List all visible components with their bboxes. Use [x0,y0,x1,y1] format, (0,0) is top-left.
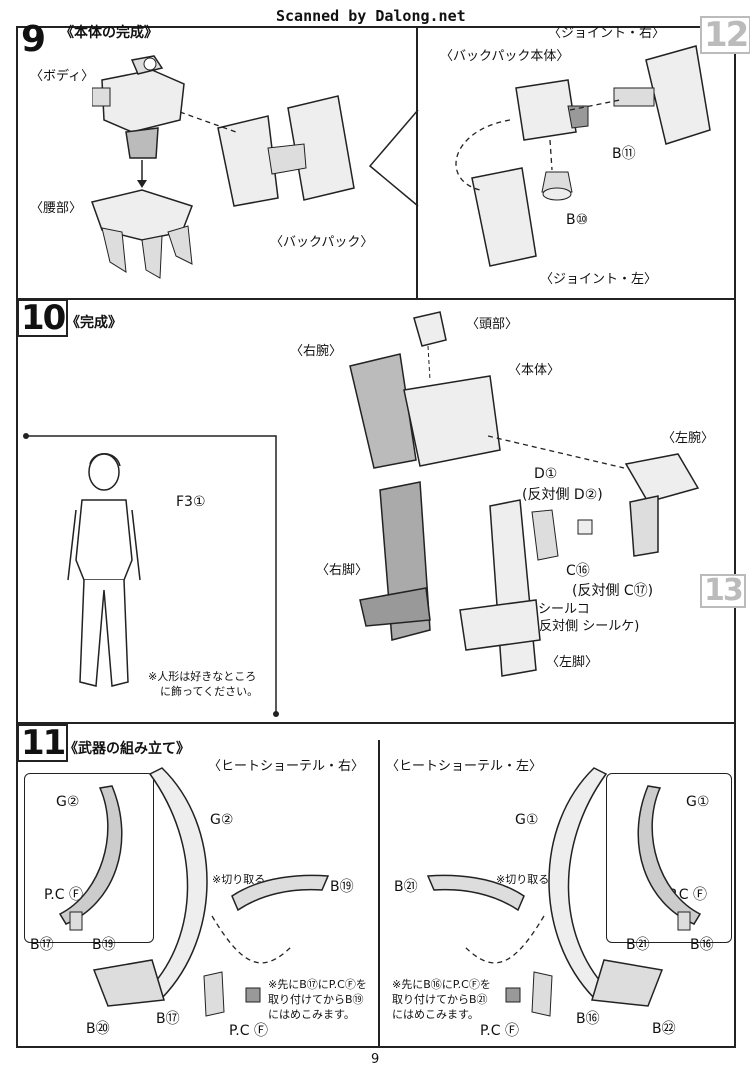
cut-note-right: ※切り取る [212,873,266,886]
divider-top [16,26,736,28]
figure-note: ※人形は好きなところ に飾ってください。 [148,670,259,698]
left-arm-illustration [618,448,708,558]
joint-left-illustration [466,164,556,274]
label-right-leg: 〈右脚〉 [316,563,369,578]
heat-shotel-left-title: 〈ヒートショーテル・左〉 [386,759,543,774]
part-g2-inset: G② [56,794,80,810]
backpack-body-illustration [512,76,592,156]
part-b21-main: B㉑ [394,879,418,895]
label-joint-right: 〈ジョイント・右〉 [548,26,666,41]
part-b10: B⑩ [566,212,589,228]
arrow-body-to-waist [137,160,147,188]
nozzle-b10-illustration [540,168,574,202]
body-torso-illustration [92,50,192,160]
blade-inset-right-illustration [40,784,140,934]
part-pcf-inset-right: P.C Ⓕ [44,887,83,903]
label-backpack: 〈バックパック〉 [270,235,374,250]
part-b16-inset: B⑯ [690,937,714,953]
heat-shotel-right-title: 〈ヒートショーテル・右〉 [208,759,365,774]
border-right [734,26,736,1048]
label-left-arm: 〈左腕〉 [662,431,715,446]
figure-bracket [22,432,282,722]
divider-step11 [16,722,736,724]
part-b17-main: B⑰ [156,1011,180,1027]
part-b17-inset: B⑰ [30,937,54,953]
blade-inset-left-illustration [620,784,720,934]
part-b21-inset: B㉑ [626,937,650,953]
pilot-figure-illustration [64,450,144,710]
step11-number: 11 [17,724,69,762]
divider-step11-halves [378,740,380,1046]
mech-assembly-illustration [340,310,590,710]
part-opposite-seal-ke: (反対側 シールケ) [534,619,640,634]
label-left-leg: 〈左脚〉 [546,655,599,670]
part-d1: D① [534,466,558,482]
label-backpack-body: 〈バックパック本体〉 [440,49,570,64]
step9-title: 《本体の完成》 [60,25,158,41]
blade-main-left-illustration [414,766,674,1026]
part-b22: B㉒ [652,1021,676,1037]
page-number: 9 [371,1052,380,1067]
part-b19-main: B⑲ [330,879,354,895]
part-b19-inset: B⑲ [92,937,116,953]
step10-title: 《完成》 [66,315,122,331]
divider-bottom [16,1046,736,1048]
dashed-guide-left-arm [488,432,628,472]
part-pcf-main-right: P.C Ⓕ [229,1023,268,1039]
scanner-credit: Scanned by Dalong.net [276,7,466,25]
backpack-illustration [208,88,368,228]
part-g2-main: G② [210,812,234,828]
part-opposite-c17: (反対側 C⑰) [572,583,654,599]
part-b20: B⑳ [86,1021,110,1037]
dashed-guides-step12 [440,90,640,200]
waist-illustration [82,182,202,282]
part-opposite-d2: (反対側 D②) [522,487,603,503]
border-left [16,26,18,1048]
callout-wedge [340,110,420,210]
part-pcf-main-left: P.C Ⓕ [480,1023,519,1039]
joint-right-illustration [610,40,720,150]
step9-number: 9 [21,19,46,60]
part-seal-ko: シールコ [538,602,590,617]
part-c16: C⑯ [566,563,590,579]
inset-frame-right [24,773,154,943]
step13-number: 13 [700,574,746,608]
part-g1-inset: G① [686,794,710,810]
cut-note-left: ※切り取る [496,873,550,886]
inset-frame-left [606,773,732,943]
blade-main-right-illustration [92,766,342,1026]
part-b16-main: B⑯ [576,1011,600,1027]
label-head: 〈頭部〉 [466,317,519,332]
label-body: 〈ボディ〉 [30,69,95,84]
assembly-note-left: ※先にB⑯にP.CⒻを 取り付けてからB㉑ にはめこみます。 [392,978,491,1021]
shoulder-part-d-illustration [528,506,598,566]
assembly-note-right: ※先にB⑰にP.CⒻを 取り付けてからB⑲ にはめこみます。 [268,978,367,1021]
part-g1-main: G① [515,812,539,828]
label-joint-left: 〈ジョイント・左〉 [540,272,658,287]
divider-step9-12 [416,26,418,298]
label-right-arm: 〈右腕〉 [290,344,343,359]
step10-number: 10 [17,299,69,337]
part-b11: B⑪ [612,146,636,162]
label-main-body: 〈本体〉 [508,363,561,378]
part-f3: F3① [176,494,206,510]
divider-step10 [16,298,736,300]
step12-number: 12 [700,16,750,54]
step11-title: 《武器の組み立て》 [64,741,190,757]
label-waist: 〈腰部〉 [30,201,83,216]
dashed-guide-step9 [180,108,240,138]
